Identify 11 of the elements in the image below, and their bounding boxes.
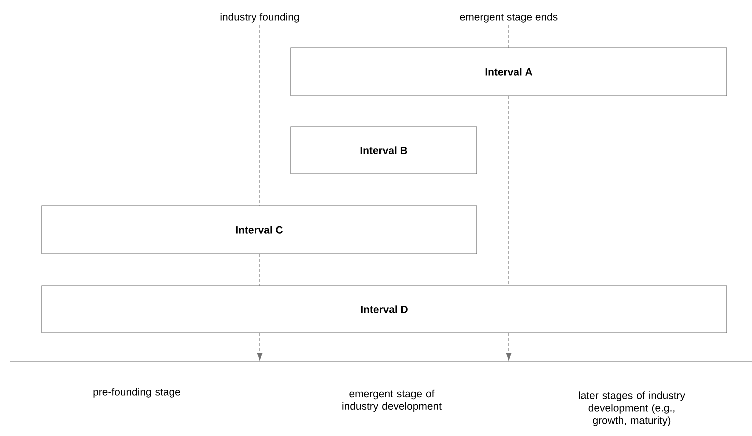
interval-box: Interval C — [42, 206, 478, 254]
interval-box: Interval B — [290, 126, 478, 174]
dashed-arrow — [506, 24, 512, 361]
event-label: emergent stage ends — [460, 13, 558, 23]
stage-label: emergent stage of industry development — [342, 390, 442, 412]
interval-box: Interval D — [42, 286, 728, 334]
dashed-arrow — [257, 24, 263, 361]
event-label: industry founding — [220, 13, 300, 23]
interval-box: Interval A — [290, 48, 728, 96]
stage-label: pre-founding stage — [94, 388, 180, 398]
stage-label: later stages of industry development (e.g., growth, maturity) — [579, 392, 686, 426]
